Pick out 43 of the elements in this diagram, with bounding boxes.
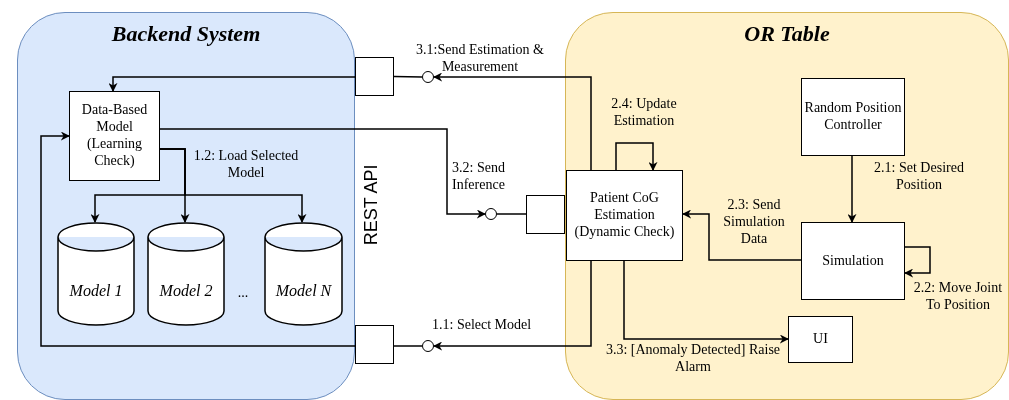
arrow: [159, 128, 486, 219]
arrow: [433, 72, 592, 171]
cylinder-label: Model 1: [68, 282, 124, 300]
ellipsis-label: ...: [236, 285, 250, 302]
port-box: [355, 57, 394, 96]
interface-circle: [422, 71, 434, 83]
container-panel: [565, 12, 1009, 400]
port-box: [526, 195, 565, 234]
arrow: [433, 260, 592, 351]
edge-label: 1.2: Load Selected Model: [192, 148, 300, 182]
connector-line: [393, 75, 423, 78]
panel-title: OR Table: [743, 21, 831, 47]
arrow: [159, 148, 307, 223]
arrow: [623, 260, 789, 344]
arrow: [682, 209, 802, 261]
cylinder-label: Model N: [274, 282, 333, 300]
process-box: Patient CoG Estimation (Dynamic Check): [566, 170, 683, 261]
connector-line: [496, 213, 527, 215]
edge-label: 2.4: Update Estimation: [610, 96, 678, 130]
edge-label: 2.3: Send Simulation Data: [722, 197, 786, 248]
process-box: Data-Based Model (Learning Check): [69, 91, 160, 181]
port-box: [355, 325, 394, 364]
arrow: [40, 131, 356, 347]
panel-title: Backend System: [110, 21, 262, 47]
process-box: Simulation: [801, 222, 905, 300]
interface-circle: [485, 208, 497, 220]
edge-label: 2.2: Move Joint To Position: [912, 280, 1004, 314]
arrow: [108, 76, 356, 92]
connector-line: [393, 345, 423, 347]
arrow: [615, 142, 658, 171]
arrow: [847, 155, 857, 223]
cylinder-label: Model 2: [158, 282, 214, 300]
edge-label: 3.1:Send Estimation & Measurement: [415, 42, 545, 76]
arrow: [904, 246, 931, 278]
interface-label: REST API: [361, 163, 383, 248]
process-box: Random Position Controller: [801, 78, 905, 156]
edge-label: 2.1: Set Desired Position: [873, 160, 965, 194]
edge-label: 1.1: Select Model: [432, 317, 533, 334]
interface-circle: [422, 340, 434, 352]
edge-label: 3.3: [Anomaly Detected] Raise Alarm: [604, 342, 782, 376]
edge-label: 3.2: Send Inference: [452, 160, 506, 194]
process-box: UI: [788, 316, 853, 363]
container-panel: [17, 12, 355, 400]
